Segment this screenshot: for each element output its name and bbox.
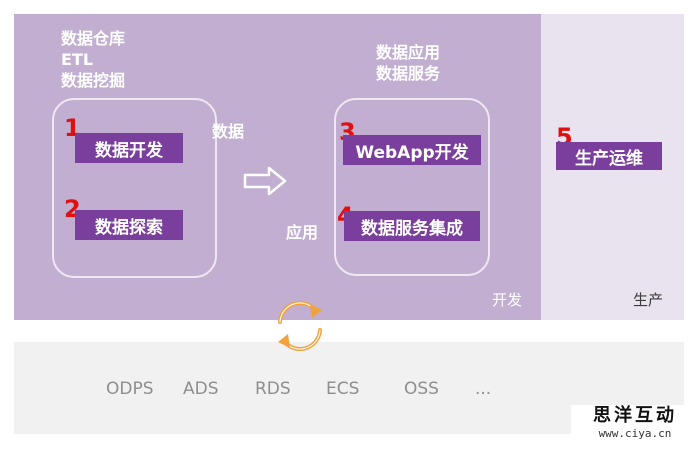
webapp-development-button[interactable]: WebApp开发 — [343, 135, 481, 165]
right-title-line-1: 数据应用 — [376, 43, 441, 62]
left-title-line-1: 数据仓库 — [61, 29, 126, 48]
data-service-integration-button[interactable]: 数据服务集成 — [344, 211, 480, 241]
right-title-line-2: 数据服务 — [376, 64, 441, 83]
watermark-url: www.ciya.cn — [598, 427, 672, 440]
service-odps: ODPS — [106, 379, 154, 399]
data-exploration-button[interactable]: 数据探索 — [75, 210, 183, 240]
arrow-label-data: 数据 — [212, 122, 245, 141]
service-rds: RDS — [255, 379, 291, 399]
right-group-box — [334, 98, 490, 276]
development-zone — [14, 14, 541, 320]
refresh-cycle-icon — [278, 300, 322, 352]
right-arrow-icon — [243, 166, 287, 196]
left-group-box — [52, 98, 217, 278]
development-zone-label: 开发 — [492, 291, 523, 309]
left-title-line-2: ETL — [61, 50, 94, 69]
left-title-line-3: 数据挖掘 — [61, 71, 126, 90]
production-zone-label: 生产 — [633, 291, 664, 309]
data-development-button[interactable]: 数据开发 — [75, 133, 183, 163]
arrow-label-application: 应用 — [286, 223, 319, 242]
service-more: ... — [475, 379, 492, 399]
watermark: 思洋互动 www.ciya.cn — [571, 405, 699, 449]
service-oss: OSS — [404, 379, 439, 399]
production-ops-button[interactable]: 生产运维 — [556, 142, 662, 170]
service-ads: ADS — [183, 379, 219, 399]
watermark-title: 思洋互动 — [593, 405, 677, 426]
service-ecs: ECS — [326, 379, 360, 399]
